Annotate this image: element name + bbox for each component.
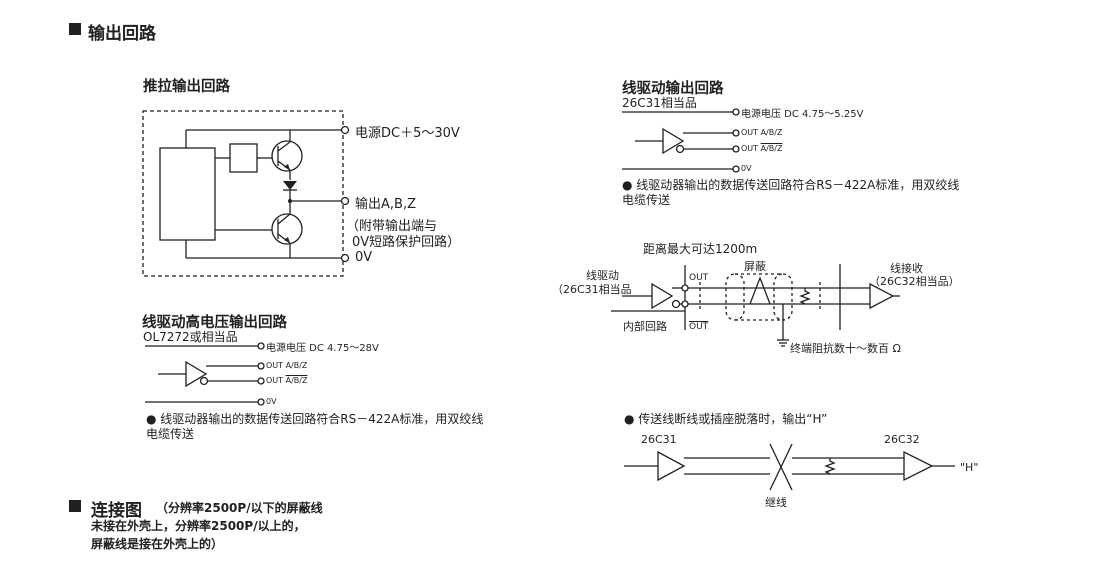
line-driver-buffer	[662, 127, 685, 155]
break-detect-receiver-part: 26C32	[884, 433, 920, 446]
lower-transistor	[271, 213, 303, 245]
hv-driver-out-bar-label: OUT A/B/Z	[266, 376, 308, 385]
line-driver-title: 线驱动输出回路	[622, 81, 724, 97]
push-pull-note-line1: （附带输出端与	[346, 219, 438, 234]
transmission-internal-label: 内部回路	[623, 320, 667, 333]
upper-transistor	[271, 140, 303, 172]
diode-icon	[283, 181, 297, 190]
hv-driver-supply-label: 电源电压 DC 4.75～28V	[266, 343, 379, 354]
push-pull-zero-label: 0V	[355, 250, 373, 265]
line-driver-subtitle: 26C31相当品	[622, 96, 697, 110]
section-bullet-square	[69, 23, 81, 35]
break-driver-buffer	[657, 450, 686, 482]
push-pull-ic-block	[159, 147, 216, 241]
hv-driver-title: 线驱动高电压输出回路	[142, 315, 287, 331]
transmission-shield-label: 屏蔽	[744, 260, 766, 273]
line-driver-note-line2: 电缆传送	[622, 193, 671, 207]
transmission-out-label: OUT	[689, 273, 709, 283]
line-driver-out-label: OUT A/B/Z	[741, 128, 783, 137]
terminator-resistor	[799, 288, 811, 305]
hv-driver-note-line2: 电缆传送	[146, 427, 195, 441]
break-terminator-resistor	[824, 458, 836, 475]
line-driver-note: ● 线驱动器输出的数据传送回路符合RS－422A标准，用双绞线	[622, 178, 960, 192]
connection-note-line1: （分辨率2500P/以下的屏蔽线	[156, 501, 323, 515]
connection-note-line3: 屏蔽线是接在外壳上的）	[91, 537, 224, 551]
transmission-driver-label: 线驱动	[586, 269, 619, 282]
section-title-connection: 连接图	[91, 501, 142, 521]
break-detect-break-label: 继线	[765, 496, 787, 509]
transmission-receiver-label: 线接收	[890, 262, 923, 275]
line-driver-zero-label: 0V	[741, 164, 752, 173]
transmission-terminator-label: 终端阻抗数十～数百 Ω	[790, 342, 901, 355]
push-pull-note-line2: 0V短路保护回路）	[352, 235, 461, 250]
break-detect-driver-part: 26C31	[641, 433, 677, 446]
hv-driver-out-label: OUT A/B/Z	[266, 361, 308, 370]
connection-note-line2: 未接在外壳上，分辨率2500P/以上的，	[91, 519, 306, 533]
line-driver-supply-label: 电源电压 DC 4.75～5.25V	[741, 109, 864, 120]
transmission-driver-buffer	[651, 282, 674, 310]
section-bullet-square	[69, 500, 81, 512]
transmission-out-bar-label: OUT	[689, 322, 709, 332]
break-receiver-buffer	[903, 450, 934, 482]
break-detect-note: ● 传送线断线或插座脱落时，输出“H”	[624, 412, 828, 426]
push-pull-title: 推拉输出回路	[143, 79, 230, 95]
hv-driver-subtitle: OL7272或相当品	[143, 330, 238, 344]
transmission-receiver-buffer	[869, 282, 895, 310]
transmission-distance-label: 距离最大可达1200m	[643, 242, 758, 256]
hv-driver-buffer	[185, 360, 208, 388]
push-pull-enclosure	[142, 110, 344, 277]
break-detect-output-label: "H"	[960, 461, 979, 474]
transmission-receiver-part: （26C32相当品）	[869, 275, 960, 288]
transmission-driver-part: （26C31相当品	[552, 283, 632, 296]
hv-driver-note: ● 线驱动器输出的数据传送回路符合RS－422A标准，用双绞线	[146, 412, 484, 426]
push-pull-output-label: 输出A,B,Z	[355, 197, 416, 212]
section-title-output-circuit: 输出回路	[88, 24, 156, 44]
line-driver-out-bar-label: OUT A/B/Z	[741, 144, 783, 153]
push-pull-supply-label: 电源DC＋5～30V	[355, 126, 460, 141]
hv-driver-zero-label: 0V	[266, 397, 277, 406]
